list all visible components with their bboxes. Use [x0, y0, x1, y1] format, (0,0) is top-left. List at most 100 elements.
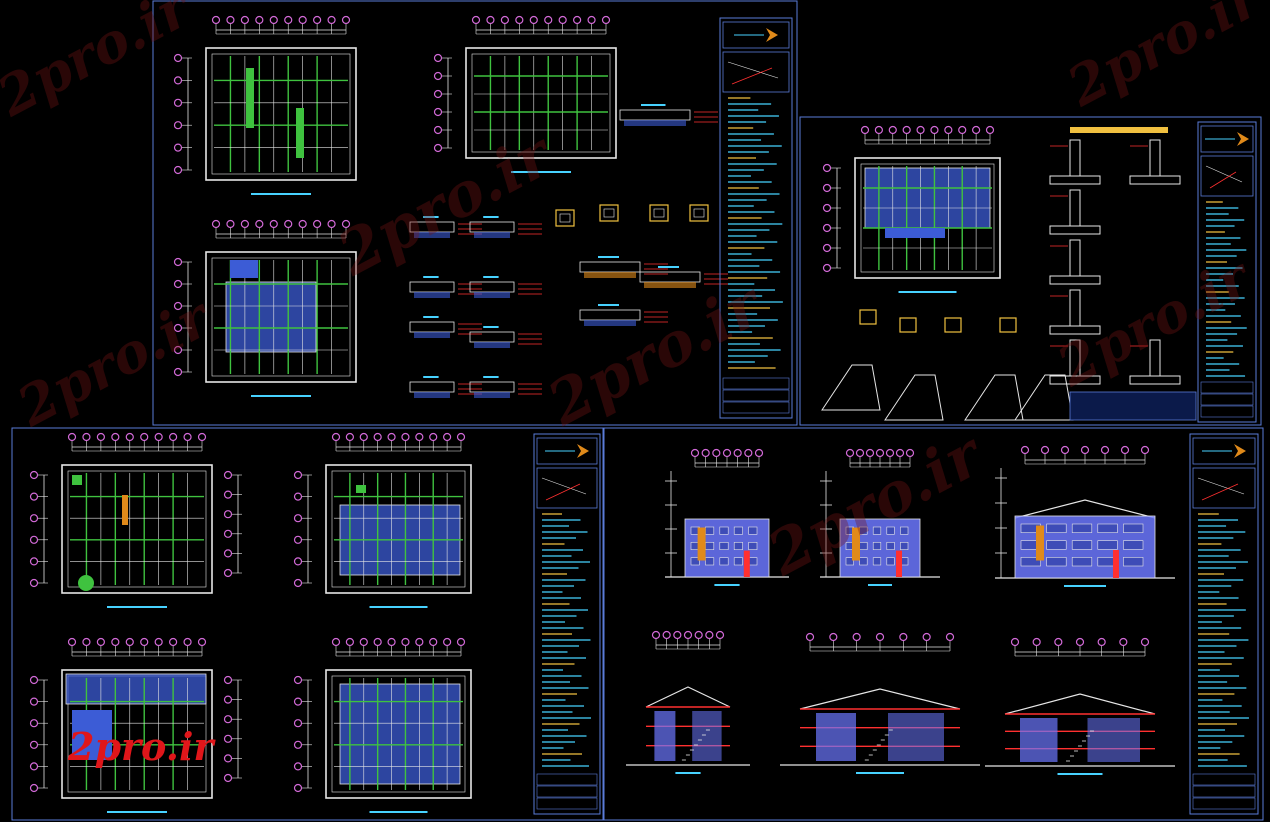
grid-bubble: [486, 15, 495, 25]
grid-bubble: [29, 514, 39, 523]
inner-wall: [211, 53, 351, 175]
beam-detail-1: [469, 216, 542, 238]
window: [845, 557, 854, 566]
title-block-plans: [533, 433, 601, 815]
grid-bubble: [888, 125, 897, 135]
window: [705, 557, 715, 566]
grid-bubble: [701, 448, 710, 458]
room-accent: [885, 228, 945, 238]
grid-bubble: [29, 470, 39, 480]
grid-bubble: [456, 432, 466, 442]
title-block-elevations: [1189, 433, 1259, 815]
grid-bubble: [226, 15, 235, 25]
title-block-frame: [719, 17, 793, 419]
grid-bubble: [515, 15, 524, 25]
grid-bubble: [284, 15, 293, 25]
grid-bubble: [293, 470, 303, 480]
grid-bubble: [29, 762, 39, 771]
pier-section-0: [859, 309, 877, 325]
detail-title: [423, 376, 439, 378]
north-box: [1200, 125, 1254, 153]
room-section: [888, 713, 944, 761]
detail-hatch: [414, 332, 450, 338]
grid-bubble: [223, 675, 233, 685]
window: [705, 542, 715, 550]
north-box: [1192, 437, 1256, 465]
hatched-area: [339, 683, 461, 785]
window: [872, 526, 882, 535]
info-cell: [536, 773, 598, 786]
column-detail-1: [599, 204, 619, 222]
window: [1097, 523, 1118, 533]
grid-bubble: [715, 630, 725, 640]
plan-structure-1-grid-left: [173, 53, 192, 175]
grid-bubble: [733, 448, 742, 458]
grid-bubble: [1075, 637, 1085, 647]
grid-bubble: [125, 637, 134, 647]
roof-line: [645, 686, 731, 708]
grid-bubble: [197, 432, 207, 442]
grid-bubble: [223, 470, 233, 480]
grid-bubble: [298, 15, 307, 25]
grid-bubble: [313, 219, 322, 229]
elevation-rear-grid: [1020, 445, 1150, 465]
grid-bubble: [173, 345, 183, 355]
grid-bubble: [223, 549, 233, 558]
location-box: [1200, 155, 1254, 197]
grid-bubble: [140, 432, 149, 442]
sheet-frame-floor-plans-sheet: [11, 427, 604, 821]
grid-bubble: [173, 121, 183, 130]
pedestal-shape-1: [884, 374, 944, 421]
grid-bubble: [865, 448, 875, 458]
north-arrow-icon: [1234, 444, 1246, 458]
grid-bubble: [169, 637, 178, 647]
window: [872, 542, 882, 550]
location-box: [536, 467, 598, 509]
stem-wall: [1069, 289, 1081, 327]
grid-bubble: [173, 323, 183, 333]
grid-bubble: [269, 219, 278, 229]
plan-second-floor-grid-left: [29, 675, 48, 793]
grid-bubble: [67, 637, 77, 647]
plan-second-floor-grid-top: [67, 637, 207, 657]
stair-detail: [579, 256, 668, 278]
detail-section: [619, 109, 691, 121]
sheet-frame-foundation-sheet: [799, 116, 1262, 426]
detail-title: [423, 276, 439, 278]
grid-bubble: [972, 125, 981, 135]
grid-bubble: [169, 432, 178, 442]
grid-bubble: [855, 448, 865, 458]
roof-line: [1014, 499, 1156, 519]
grid-bubble: [111, 432, 120, 442]
grid-bubble: [601, 15, 611, 25]
window: [886, 542, 895, 550]
sheet-frame-elevations-sections-sheet: [603, 427, 1264, 821]
stem-wall: [1149, 139, 1161, 177]
grid-bubble: [905, 448, 915, 458]
rebar: [693, 208, 705, 218]
north-box: [536, 437, 598, 465]
plan-ground-floor: [61, 464, 213, 608]
grid-bubble: [293, 740, 303, 749]
plan-roof-grid-left: [293, 675, 312, 793]
grid-bubble: [958, 125, 967, 135]
footing: [1049, 225, 1101, 235]
pier-section-3: [999, 317, 1017, 333]
window: [886, 526, 895, 535]
grid-bubble: [1097, 637, 1106, 647]
grid-bubble: [683, 630, 693, 640]
detail-section: [409, 381, 455, 393]
grid-bubble: [96, 637, 105, 647]
detail-section: [639, 271, 701, 283]
grid-bubble: [29, 719, 39, 728]
grid-bubble: [875, 448, 885, 458]
info-cell: [1200, 405, 1254, 418]
grid-bubble: [293, 675, 303, 685]
grid-bubble: [313, 15, 322, 25]
pedestal-shape-2: [964, 374, 1024, 421]
grid-bubble: [293, 762, 303, 771]
grid-bubble: [930, 125, 939, 135]
grid-bubble: [29, 578, 39, 588]
grid-bubble: [223, 715, 233, 724]
